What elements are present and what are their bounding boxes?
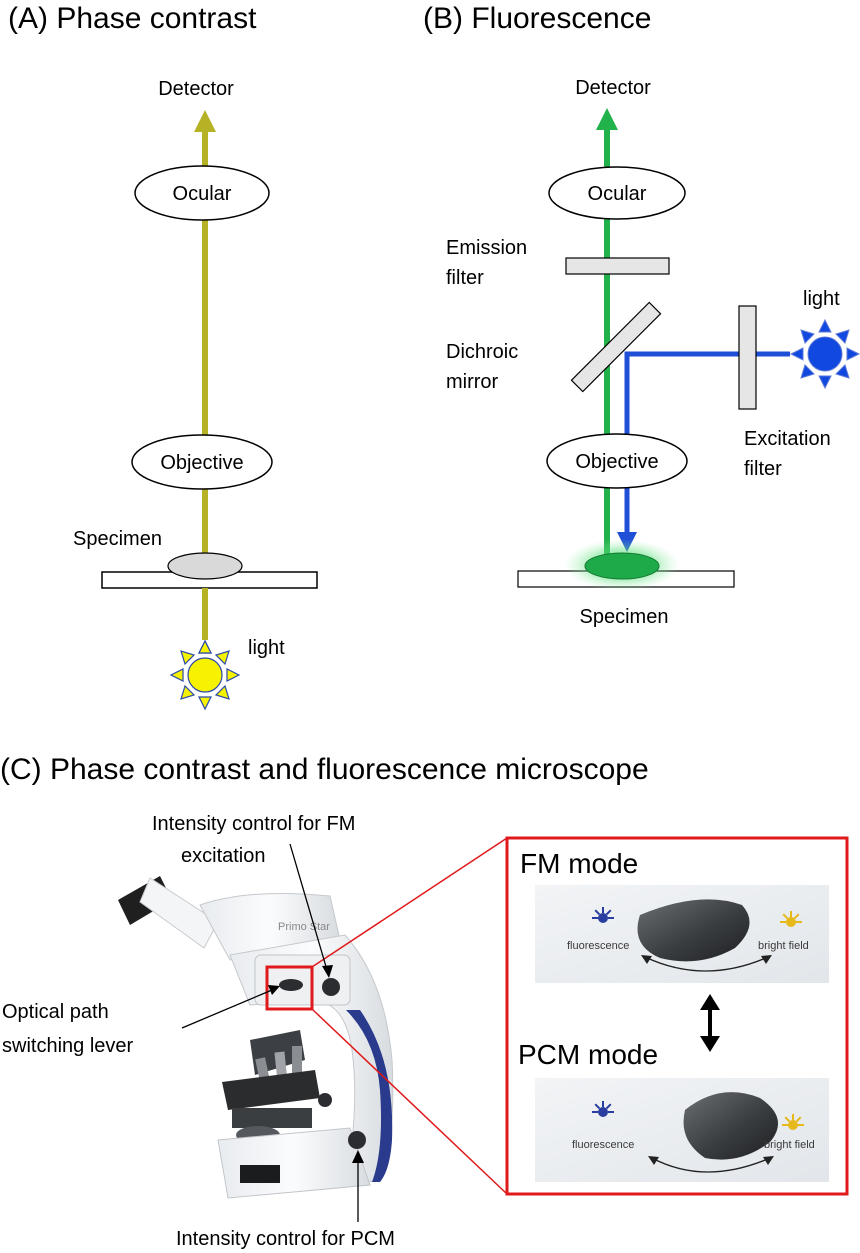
panel-b-ocular-lens: [548, 166, 686, 220]
panel-c-title: (C) Phase contrast and fluorescence micr…: [0, 753, 649, 786]
fm-mode-photo: fluorescence bright field: [535, 885, 829, 983]
emission-filter-label-2: filter: [446, 267, 484, 289]
panel-a-title: (A) Phase contrast: [8, 2, 257, 35]
panel-a: (A) Phase contrast Detector Ocular Objec…: [8, 2, 318, 711]
phase-beam-arrowhead: [194, 110, 216, 132]
fm-bright-field-text: bright field: [758, 940, 809, 952]
panel-b-ocular-label: Ocular: [588, 183, 647, 205]
fm-intensity-knob[interactable]: [322, 978, 340, 996]
lever-label-1: Optical path: [2, 1001, 109, 1023]
fm-bright-field-sun-icon: [780, 911, 802, 927]
switching-lever[interactable]: [279, 979, 303, 991]
panel-b: (B) Fluorescence Detector Ocular Emissio…: [423, 2, 860, 628]
panel-b-objective-lens: [546, 433, 688, 489]
pcm-mode-label: PCM mode: [518, 1039, 658, 1070]
panel-b-detector-label: Detector: [575, 77, 651, 99]
panel-b-specimen-label: Specimen: [580, 606, 669, 628]
lever-highlight-box: [265, 965, 314, 1011]
excitation-filter-label-2: filter: [744, 458, 782, 480]
pcm-mode-photo: fluorescence bright field: [535, 1078, 829, 1182]
mode-switch-double-arrow: [700, 994, 720, 1052]
panel-a-light-label: light: [248, 637, 285, 659]
panel-a-ocular-label: Ocular: [173, 183, 232, 205]
panel-b-light-label: light: [803, 288, 840, 310]
panel-a-specimen-label: Specimen: [73, 528, 162, 550]
pcm-fluorescence-text: fluorescence: [572, 1139, 634, 1151]
fm-fluorescence-star-icon: [592, 907, 614, 923]
panel-a-specimen: [167, 552, 243, 580]
lever-pointer: [181, 989, 273, 1029]
pcm-intensity-label: Intensity control for PCM: [176, 1228, 395, 1250]
panel-b-objective-label: Objective: [575, 451, 658, 473]
panel-b-light-sun-icon: [789, 318, 860, 390]
excitation-filter: [738, 305, 757, 410]
panel-a-ocular-lens: [134, 165, 270, 221]
fm-intensity-label-2: excitation: [181, 845, 266, 867]
dichroic-label-1: Dichroic: [446, 341, 518, 363]
microscope-illustration: Primo Star: [118, 876, 394, 1199]
emission-beam-arrowhead: [596, 108, 618, 130]
pcm-bright-field-text: bright field: [764, 1139, 815, 1151]
dichroic-label-2: mirror: [446, 371, 499, 393]
panel-a-objective-label: Objective: [160, 452, 243, 474]
panel-c: (C) Phase contrast and fluorescence micr…: [0, 753, 849, 1250]
panel-b-title: (B) Fluorescence: [423, 2, 651, 35]
dichroic-mirror: [570, 301, 662, 393]
fm-mode-label: FM mode: [520, 848, 638, 879]
pcm-bright-field-sun-icon: [782, 1114, 804, 1130]
panel-a-objective-lens: [131, 434, 273, 490]
panel-a-light-sun-icon: [169, 639, 241, 711]
panel-b-specimen: [584, 552, 660, 580]
zoom-line-top: [311, 837, 508, 968]
pcm-intensity-knob[interactable]: [348, 1131, 366, 1149]
excitation-filter-label-1: Excitation: [744, 428, 831, 450]
pcm-fluorescence-star-icon: [592, 1101, 614, 1117]
fm-intensity-pointer: [289, 843, 328, 971]
panel-a-detector-label: Detector: [158, 78, 234, 100]
emission-filter: [565, 257, 670, 275]
fm-fluorescence-text: fluorescence: [567, 940, 629, 952]
zoom-line-bottom: [311, 1008, 508, 1195]
brand-label: Primo Star: [278, 921, 330, 933]
fm-intensity-label-1: Intensity control for FM: [152, 813, 355, 835]
emission-filter-label-1: Emission: [446, 237, 527, 259]
lever-label-2: switching lever: [2, 1035, 134, 1057]
